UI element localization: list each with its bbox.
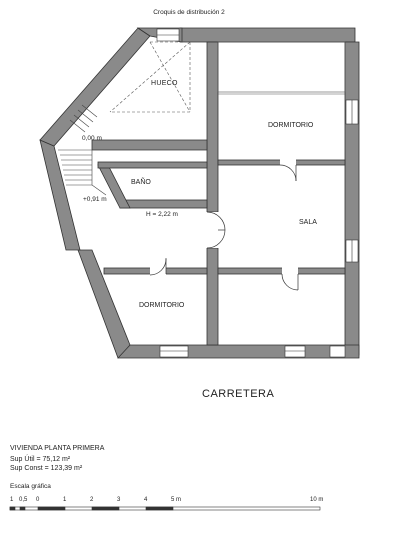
plan-title: Croquis de distribución 2 [153,9,225,16]
info-line-2: Sup Útil = 75,12 m² [10,456,71,463]
stairs [58,104,107,196]
scale-label: 0,5 [19,497,28,503]
exterior-walls [39,27,360,359]
scale-label: 0 [36,497,40,503]
scale-label: 1 [63,497,67,503]
level-ceiling: H = 2,22 m [146,211,178,218]
room-hueco: HUECO [151,80,178,87]
level-stair-landing: +0,91 m [83,196,107,203]
room-bano: BAÑO [131,177,151,186]
wardrobe [217,41,346,95]
hueco-void [109,41,191,113]
scale-title: Escala gráfica [10,483,51,490]
level-stair-top: 0,00 m [82,135,102,142]
street-label: CARRETERA [202,388,275,400]
window-lines [157,34,353,352]
scale-labels: 1 0,5 0 1 2 3 4 5 m 10 m [10,497,323,503]
scale-bar [9,506,321,511]
info-line-3: Sup Const = 123,39 m² [10,465,83,472]
room-dormitorio-top: DORMITORIO [268,122,314,129]
door-gaps [150,159,298,275]
interior-walls [91,41,346,346]
scale-label: 10 m [310,497,323,503]
info-line-1: VIVIENDA PLANTA PRIMERA [10,445,105,452]
door-swings [149,164,299,291]
scale-label: 5 m [171,497,181,503]
scale-label: 2 [90,497,94,503]
scale-label: 3 [117,497,121,503]
scale-label: 4 [144,497,148,503]
room-dormitorio-bottom: DORMITORIO [139,302,185,309]
room-sala: SALA [299,219,317,226]
windows [156,28,359,358]
scale-label: 1 [10,497,14,503]
